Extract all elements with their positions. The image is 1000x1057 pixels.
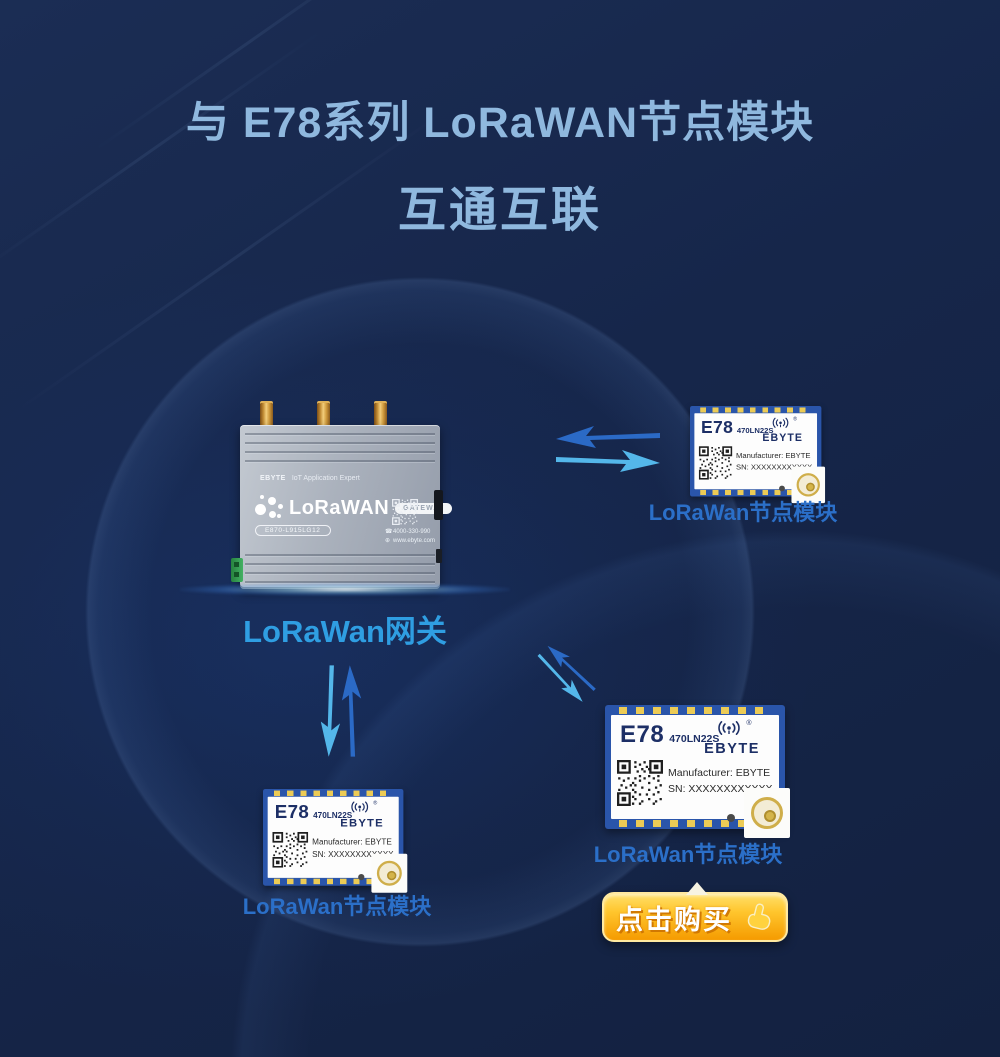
pointing-hand-icon xyxy=(742,901,774,933)
bidirectional-arrows-icon xyxy=(556,426,660,472)
gateway-product-name: LoRaWAN xyxy=(289,497,390,519)
globe-icon: ⊕ xyxy=(385,538,391,544)
bubble-pointer xyxy=(686,882,708,895)
page-subtitle: 互通互联 xyxy=(397,184,602,237)
solder-pads xyxy=(700,489,812,496)
dots-logo-icon xyxy=(255,495,283,522)
module-model: E78 xyxy=(700,417,734,438)
module-submodel: 470LN22S xyxy=(736,426,774,436)
bidirectional-arrows-icon xyxy=(321,665,361,757)
solder-pads xyxy=(273,790,393,797)
module-label-face: E78 470LN22S ® EBYTE Manufacturer: EBYTE… xyxy=(694,413,826,504)
registered-mark: ® xyxy=(746,720,752,727)
module-brand-block: ® EBYTE xyxy=(692,720,772,757)
rf-antenna-icon xyxy=(768,417,793,429)
page-title: 与 E78系列 LoRaWAN节点模块 xyxy=(185,99,815,147)
module-label-face: E78 470LN22S ® EBYTE Manufacturer: EBYTE… xyxy=(267,796,408,893)
node-module-image-top-right: E78 470LN22S ® EBYTE Manufacturer: EBYTE… xyxy=(690,406,826,504)
module-brand-block: ® EBYTE xyxy=(331,801,393,830)
module-brand: EBYTE xyxy=(340,817,384,830)
module-model-row: E78 470LN22S xyxy=(620,721,719,749)
module-manufacturer: Manufacturer: EBYTE xyxy=(312,837,392,847)
registered-mark: ® xyxy=(373,800,378,807)
module-serial: SN: XXXXXXXXXXXX xyxy=(312,849,394,860)
heatsink-grooves xyxy=(245,554,435,584)
brand-logo-text: EBYTE xyxy=(260,475,286,482)
qr-code-icon xyxy=(617,760,663,806)
gateway-brand-line: EBYTE IoT Application Expert xyxy=(260,475,360,482)
pcb-dot xyxy=(727,814,735,822)
rf-antenna-icon xyxy=(712,720,746,736)
phone-line: ☎4000-330-990 xyxy=(385,528,435,537)
module-label-face: E78 470LN22S ® EBYTE Manufacturer: EBYTE… xyxy=(611,715,790,838)
module-model-row: E78 470LN22S xyxy=(701,418,774,438)
buy-button-label: 点击购买 xyxy=(616,904,732,935)
gateway-device-image: EBYTE IoT Application Expert LoRaWAN GATE… xyxy=(231,403,453,591)
sma-antenna-connector xyxy=(260,403,273,429)
solder-pads xyxy=(700,407,812,413)
qr-code-icon xyxy=(392,499,418,525)
din-rail-clip xyxy=(434,490,443,520)
module-model: E78 xyxy=(274,801,310,823)
qr-code-icon xyxy=(272,832,308,868)
terminal-block xyxy=(231,558,243,582)
node-module-image-bottom-right: E78 470LN22S ® EBYTE Manufacturer: EBYTE… xyxy=(605,705,790,838)
din-rail-clip xyxy=(436,549,442,563)
module-brand: EBYTE xyxy=(704,741,760,757)
solder-pads xyxy=(619,707,771,714)
node-module-label: LoRaWan节点模块 xyxy=(242,894,432,919)
module-submodel: 470LN22S xyxy=(313,810,353,821)
module-submodel: 470LN22S xyxy=(669,733,720,745)
website-url: www.ebyte.com xyxy=(393,538,436,544)
node-module-image-bottom-left: E78 470LN22S ® EBYTE Manufacturer: EBYTE… xyxy=(263,789,408,893)
website-line: ⊕www.ebyte.com xyxy=(385,537,435,546)
phone-number: 4000-330-990 xyxy=(393,529,431,535)
gateway-contact-info: ☎4000-330-990 ⊕www.ebyte.com xyxy=(385,528,435,546)
solder-pads xyxy=(273,878,393,885)
heatsink-grooves xyxy=(245,433,435,467)
solder-pads xyxy=(619,820,771,827)
module-model: E78 xyxy=(620,721,665,748)
sma-antenna-connector xyxy=(317,403,330,429)
bidirectional-arrows-icon xyxy=(533,640,599,706)
ipex-antenna-connector xyxy=(791,466,826,504)
sma-antenna-connector xyxy=(374,403,387,429)
registered-mark: ® xyxy=(793,416,798,423)
node-module-label: LoRaWan节点模块 xyxy=(593,842,783,867)
module-brand: EBYTE xyxy=(762,432,804,444)
module-brand-block: ® EBYTE xyxy=(754,417,812,444)
module-manufacturer: Manufacturer: EBYTE xyxy=(668,767,771,779)
gateway-badge: GATEWAY xyxy=(395,503,453,514)
pcb-dot xyxy=(779,485,785,492)
phone-icon: ☎ xyxy=(385,529,393,535)
gateway-body: EBYTE IoT Application Expert LoRaWAN GATE… xyxy=(231,425,453,589)
module-model-row: E78 470LN22S xyxy=(275,801,353,823)
gateway-model-pill: E870-L915LG12 xyxy=(255,525,331,536)
qr-code-icon xyxy=(699,446,733,480)
background-streak xyxy=(16,111,444,412)
light-flare xyxy=(180,583,510,596)
gateway-label: LoRaWan网关 xyxy=(243,614,447,649)
node-module-label: LoRaWan节点模块 xyxy=(648,500,838,525)
brand-tagline: IoT Application Expert xyxy=(291,475,360,482)
buy-now-button[interactable]: 点击购买 xyxy=(602,882,788,942)
ipex-antenna-connector xyxy=(744,788,790,838)
module-serial: SN: XXXXXXXXXXXX xyxy=(735,462,813,472)
rf-antenna-icon xyxy=(347,801,374,813)
module-manufacturer: Manufacturer: EBYTE xyxy=(735,451,811,461)
pcb-dot xyxy=(358,874,365,881)
ipex-antenna-connector xyxy=(371,853,408,893)
gateway-product-row: LoRaWAN GATEWAY xyxy=(255,495,453,522)
